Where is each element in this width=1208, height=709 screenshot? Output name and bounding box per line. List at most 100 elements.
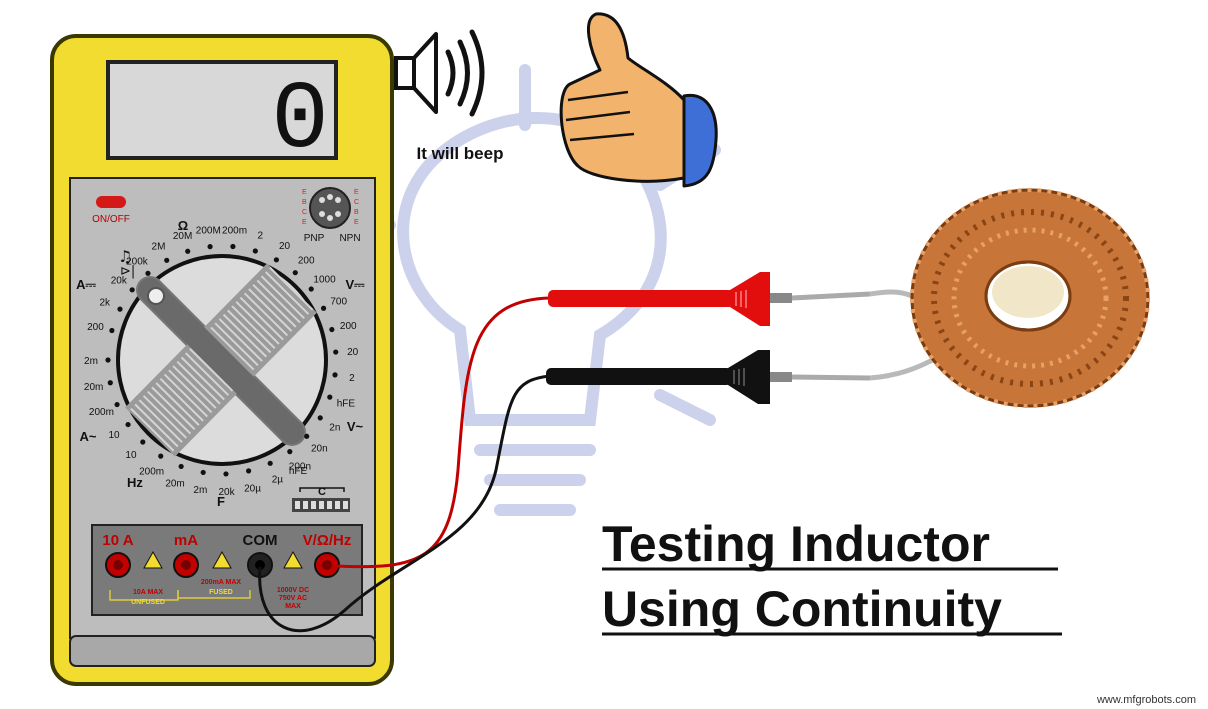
dial-tick — [223, 471, 229, 477]
transistor-socket: PNP NPN E B C E E C B E — [302, 187, 361, 244]
dial-tick — [292, 270, 298, 276]
dial-range-label: 200k — [126, 256, 149, 267]
warning-750v-ac: 750V AC — [279, 595, 307, 602]
port-ma-label: mA — [174, 532, 198, 549]
dial-range-label: 200 — [340, 321, 357, 332]
pin-e1-right: E — [354, 189, 359, 196]
port-vohm-label: V/Ω/Hz — [303, 532, 352, 549]
dial-tick — [246, 468, 252, 474]
dial-range-label: 2m — [84, 356, 98, 367]
dial-tick — [207, 244, 213, 250]
warning-unfused: UNFUSED — [131, 599, 165, 606]
meter-stand — [69, 635, 376, 667]
pin-c-right: C — [354, 199, 359, 206]
dial-tick — [105, 357, 111, 363]
dial-tick — [158, 453, 164, 459]
dial-range-label: 20n — [311, 444, 328, 455]
warning-200ma-max: 200mA MAX — [201, 579, 242, 586]
dial-tick — [329, 326, 335, 333]
dial-range-label: 10 — [125, 450, 137, 461]
buzzer-icon: ♫ — [118, 247, 132, 266]
npn-label: NPN — [339, 233, 360, 244]
dial-range-label: 2 — [258, 231, 264, 242]
multimeter: 0 ON/OFF PNP NPN E B C E E C B E — [50, 34, 394, 686]
dial-range-label: 2k — [99, 298, 111, 309]
dial-range-label: 20m — [165, 478, 184, 489]
dial-tick — [317, 415, 323, 421]
dial-range-label: 200M — [196, 226, 221, 237]
dial-range-label: 20 — [347, 347, 359, 358]
dial-tick — [332, 372, 338, 378]
port-com-label: COM — [243, 532, 278, 549]
dial-range-label: 200 — [298, 256, 315, 267]
dial-range-label: 20µ — [244, 483, 261, 494]
power-button[interactable] — [96, 196, 126, 208]
dial-tick — [327, 394, 333, 400]
black-probe — [546, 350, 871, 404]
dial-tick — [178, 463, 184, 470]
red-lead-wire — [334, 296, 551, 569]
dial-tick — [185, 248, 191, 254]
test-leads — [258, 296, 551, 633]
dial-range-label: 20M — [173, 231, 192, 242]
pnp-label: PNP — [304, 233, 325, 244]
watermark: www.mfgrobots.com — [1096, 694, 1196, 706]
pin-e2-right: E — [354, 219, 359, 226]
inductor-coil-icon — [869, 188, 1150, 408]
v-ac-mode-label: V~ — [347, 419, 364, 434]
speaker-icon — [394, 32, 438, 114]
dial-range-label: 2n — [329, 422, 340, 433]
dial-range-label: 2 — [349, 373, 355, 384]
dial-range-label: 10 — [108, 430, 120, 441]
f-mode-label: F — [217, 494, 225, 509]
dial-tick — [129, 287, 135, 293]
dial-tick — [109, 327, 115, 334]
capacitor-socket: C — [292, 486, 350, 512]
warning-icons — [143, 550, 303, 569]
dial-tick — [117, 306, 123, 312]
capacitor-label: C — [318, 486, 326, 498]
dial-tick — [145, 270, 151, 276]
dial-tick — [333, 349, 339, 355]
rotary-dial[interactable] — [116, 254, 328, 466]
dial-tick — [200, 469, 206, 476]
dial-tick — [164, 257, 170, 263]
dial-range-label: 20k — [219, 487, 236, 498]
dial-tick — [320, 305, 327, 311]
dial-range-label: 20k — [111, 275, 128, 286]
v-dc-mode-label: V⎓ — [345, 277, 365, 292]
pin-e2-left: E — [302, 219, 307, 226]
dial-tick — [308, 286, 314, 292]
pin-c-left: C — [302, 209, 307, 216]
dial-range-label: 200m — [222, 226, 247, 237]
thumbs-up-icon — [559, 12, 718, 188]
red-probe — [548, 272, 871, 326]
dial-range-label: 2µ — [272, 475, 284, 486]
dial-range-label: 200 — [87, 322, 104, 333]
dial-tick — [114, 401, 120, 408]
title-line-2: Using Continuity — [602, 581, 1002, 637]
hz-mode-label: Hz — [127, 475, 143, 490]
a-ac-mode-label: A~ — [80, 429, 97, 444]
on-off-label: ON/OFF — [92, 214, 130, 225]
warning-10a-max: 10A MAX — [133, 589, 163, 596]
port-10a-label: 10 A — [102, 532, 133, 549]
warning-max: MAX — [285, 603, 301, 610]
lcd-reading: 0 — [271, 66, 329, 175]
dial-range-label: 700 — [330, 297, 347, 308]
dial-tick — [140, 439, 146, 445]
pin-b-left: B — [302, 199, 307, 206]
dial-tick — [304, 433, 310, 439]
diode-icon: ⊳| — [120, 264, 135, 279]
dial-range-label: 200m — [89, 407, 114, 418]
dial-range-label: 1000 — [313, 274, 336, 285]
lcd-display — [106, 60, 338, 160]
pin-b-right: B — [354, 209, 359, 216]
dial-tick — [125, 421, 131, 428]
warning-1000v-dc: 1000V DC — [277, 587, 309, 594]
a-dc-mode-label: A⎓ — [76, 277, 96, 292]
dial-range-label: 2m — [193, 485, 207, 496]
dial-tick — [287, 449, 293, 455]
